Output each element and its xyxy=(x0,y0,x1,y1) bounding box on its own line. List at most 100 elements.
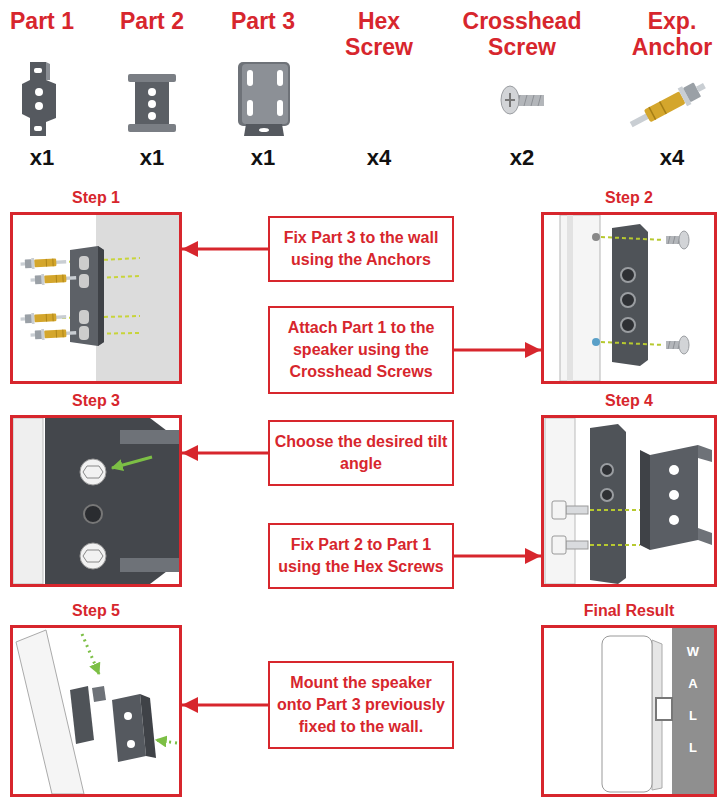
part-3-icon-part xyxy=(242,64,288,124)
expansion-anchor-icon xyxy=(626,77,709,134)
part-name: Exp. Anchor xyxy=(622,8,722,60)
step-2-picture-part xyxy=(601,237,664,345)
label-slot: W xyxy=(678,644,708,660)
part-quantity: x2 xyxy=(492,145,552,171)
crosshead-screw-icon-part xyxy=(501,86,519,114)
instruction-text: Fix Part 2 to Part 1 using the Hex Screw… xyxy=(274,534,448,578)
step-3-picture-part xyxy=(83,466,103,478)
instruction-arrow xyxy=(182,704,268,707)
step-1-picture-part xyxy=(79,310,89,324)
part-quantity: x1 xyxy=(122,145,182,171)
step-5-picture-part xyxy=(127,740,135,748)
step-1-picture-part xyxy=(96,215,179,381)
step-5-picture-part xyxy=(140,694,156,758)
label-slot: Exp. Anchor xyxy=(622,8,722,60)
step-4-picture-part xyxy=(552,501,588,519)
part-2-icon-part xyxy=(148,88,156,96)
final-result-picture-part xyxy=(656,698,672,720)
instruction-arrow xyxy=(182,452,268,455)
step-panel: Step 1 xyxy=(10,212,182,384)
crosshead-screw-icon-part xyxy=(505,93,515,107)
part-2-icon-part xyxy=(128,124,176,132)
label-slot: x1 xyxy=(12,145,72,171)
label-slot: Part 3 xyxy=(213,8,313,34)
step-3-picture-part xyxy=(84,505,102,523)
part-3-icon-part xyxy=(247,70,253,86)
part-quantity: x4 xyxy=(349,145,409,171)
step-4-picture-part xyxy=(650,445,698,550)
expansion-anchor-icon-part xyxy=(626,77,709,134)
step-5-picture-part xyxy=(70,686,94,744)
step-4-picture-part xyxy=(698,445,712,462)
crosshead-screw-icon-part xyxy=(517,95,541,106)
step-1-picture-part xyxy=(79,274,89,288)
step-3-picture-part xyxy=(112,457,152,468)
part-1-icon-part xyxy=(35,102,43,110)
step-panel: Step 5 xyxy=(10,625,182,797)
part-name: Part 2 xyxy=(102,8,202,34)
wall-letter: A xyxy=(678,676,708,692)
part-3-icon-part xyxy=(277,70,283,86)
step-3-picture-part xyxy=(120,430,179,444)
step-heading: Step 3 xyxy=(13,391,179,411)
part-1-icon-part xyxy=(34,68,42,73)
step-heading: Step 2 xyxy=(544,188,714,208)
label-slot: x2 xyxy=(492,145,552,171)
step-4-picture-part xyxy=(590,510,640,545)
label-slot: Crosshead Screw xyxy=(452,8,592,60)
step-2-picture-part xyxy=(592,338,600,346)
label-slot: Hex Screw xyxy=(339,8,419,60)
instruction-box: Fix Part 3 to the wall using the Anchors xyxy=(268,216,454,282)
instruction-arrow xyxy=(182,248,268,251)
part-3-icon-part xyxy=(238,62,290,126)
step-2-picture-part xyxy=(560,215,600,381)
step-2-picture-part xyxy=(567,215,573,381)
step-3-picture-part xyxy=(80,543,106,569)
step-4-picture-part xyxy=(669,490,679,500)
step-heading: Step 4 xyxy=(544,391,714,411)
step-heading: Final Result xyxy=(544,601,714,621)
label-slot: Part 2 xyxy=(102,8,202,34)
part-3-icon xyxy=(238,62,290,136)
final-result-picture-part xyxy=(602,636,652,792)
label-slot: x4 xyxy=(349,145,409,171)
step-heading: Step 1 xyxy=(13,188,179,208)
label-slot: x1 xyxy=(233,145,293,171)
part-1-icon-part xyxy=(46,62,50,80)
label-slot: Part 1 xyxy=(2,8,82,34)
part-quantity: x1 xyxy=(12,145,72,171)
part-2-icon-part xyxy=(135,78,169,128)
step-4-picture-part xyxy=(601,489,613,501)
step-2-picture-part xyxy=(666,231,689,249)
step-2-picture xyxy=(560,215,689,381)
step-1-picture-part xyxy=(30,272,76,285)
step-4-picture xyxy=(545,418,712,584)
step-1-picture-part xyxy=(79,326,89,340)
step-4-picture-part xyxy=(669,515,679,525)
part-name: Crosshead Screw xyxy=(452,8,592,60)
part-2-icon-part xyxy=(148,112,156,120)
instruction-arrow xyxy=(454,555,541,558)
label-slot: L xyxy=(678,740,708,756)
step-2-picture-part xyxy=(666,336,689,354)
step-panel: Step 3 xyxy=(10,415,182,587)
step-1-picture-part xyxy=(79,256,89,270)
step-1-picture-part xyxy=(70,246,104,346)
step-4-picture-part xyxy=(640,450,650,550)
instruction-arrow xyxy=(454,349,541,352)
wall-letter: L xyxy=(678,708,708,724)
crosshead-screw-icon xyxy=(501,86,544,114)
part-2-icon-part xyxy=(148,100,156,108)
step-2-picture-part xyxy=(621,318,635,332)
instruction-text: Choose the desired tilt angle xyxy=(274,431,448,475)
part-3-icon-part xyxy=(247,100,253,116)
step-4-picture-part xyxy=(601,464,613,476)
part-1-icon-part xyxy=(34,126,42,131)
label-slot: x1 xyxy=(122,145,182,171)
step-2-picture-part xyxy=(621,268,635,282)
instruction-box: Mount the speaker onto Part 3 previously… xyxy=(268,661,454,749)
